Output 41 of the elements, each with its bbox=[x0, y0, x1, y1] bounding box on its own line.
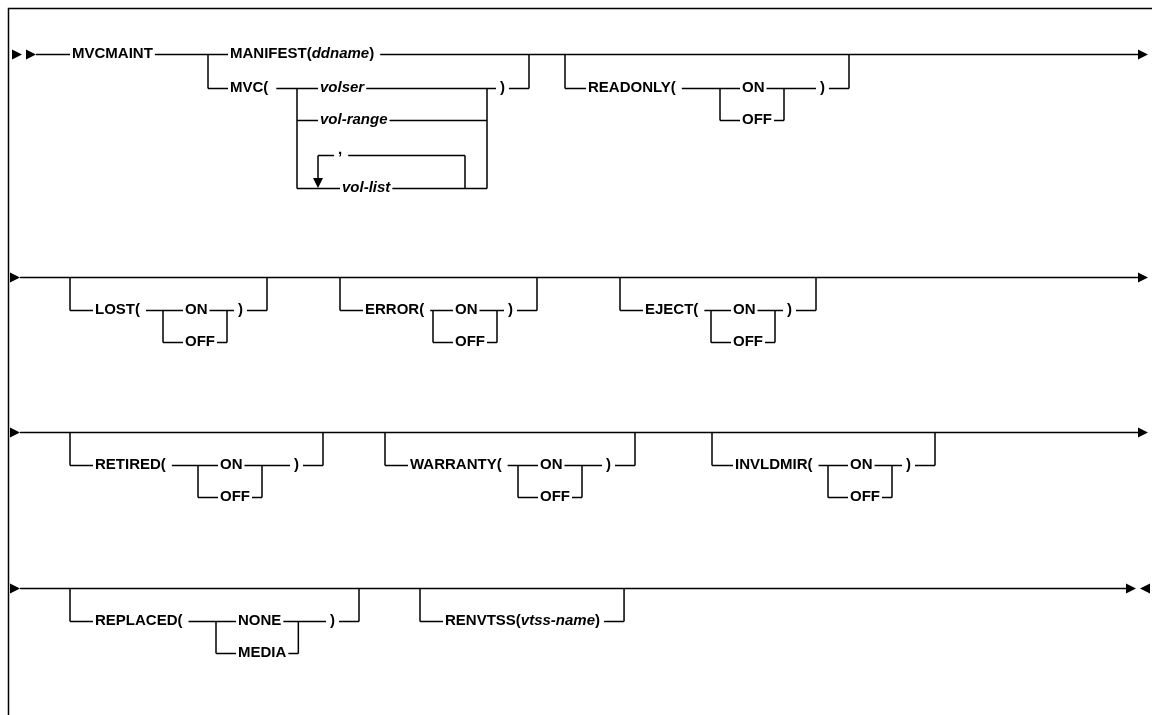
option-text: OFF bbox=[742, 110, 772, 128]
option-text: ON bbox=[850, 455, 873, 473]
option-text: OFF bbox=[850, 487, 880, 505]
keyword-text: EJECT( bbox=[645, 300, 699, 318]
keyword-text: RENVTSS(vtss-name) bbox=[445, 611, 601, 629]
paren-text: ) bbox=[820, 78, 825, 96]
option-text: MEDIA bbox=[238, 643, 287, 661]
paren-text: ) bbox=[508, 300, 513, 318]
paren-text: ) bbox=[294, 455, 299, 473]
keyword-text: READONLY( bbox=[588, 78, 676, 96]
keyword-text: MANIFEST(ddname) bbox=[230, 44, 375, 62]
parameter-text: vol-range bbox=[320, 110, 388, 128]
command-name: MVCMAINT bbox=[72, 44, 153, 62]
keyword-text: INVLDMIR( bbox=[735, 455, 813, 473]
option-text: ON bbox=[185, 300, 208, 318]
paren-text: ) bbox=[787, 300, 792, 318]
keyword-text: MVC( bbox=[230, 78, 269, 96]
separator-text: , bbox=[338, 140, 343, 158]
option-text: ON bbox=[733, 300, 756, 318]
option-text: OFF bbox=[455, 332, 485, 350]
option-text: ON bbox=[540, 455, 563, 473]
keyword-text: LOST( bbox=[95, 300, 140, 318]
option-text: OFF bbox=[540, 487, 570, 505]
keyword-text: REPLACED( bbox=[95, 611, 183, 629]
option-text: ON bbox=[455, 300, 478, 318]
option-text: NONE bbox=[238, 611, 282, 629]
keyword-text: RETIRED( bbox=[95, 455, 166, 473]
paren-text: ) bbox=[606, 455, 611, 473]
paren-text: ) bbox=[906, 455, 911, 473]
parameter-text: volser bbox=[320, 78, 365, 96]
paren-text: ) bbox=[238, 300, 243, 318]
option-text: OFF bbox=[220, 487, 250, 505]
parameter-text: vol-list bbox=[342, 178, 391, 196]
option-text: OFF bbox=[733, 332, 763, 350]
option-text: ON bbox=[220, 455, 243, 473]
keyword-text: ERROR( bbox=[365, 300, 425, 318]
paren-text: ) bbox=[330, 611, 335, 629]
keyword-text: WARRANTY( bbox=[410, 455, 502, 473]
paren-text: ) bbox=[500, 78, 505, 96]
option-text: OFF bbox=[185, 332, 215, 350]
option-text: ON bbox=[742, 78, 765, 96]
